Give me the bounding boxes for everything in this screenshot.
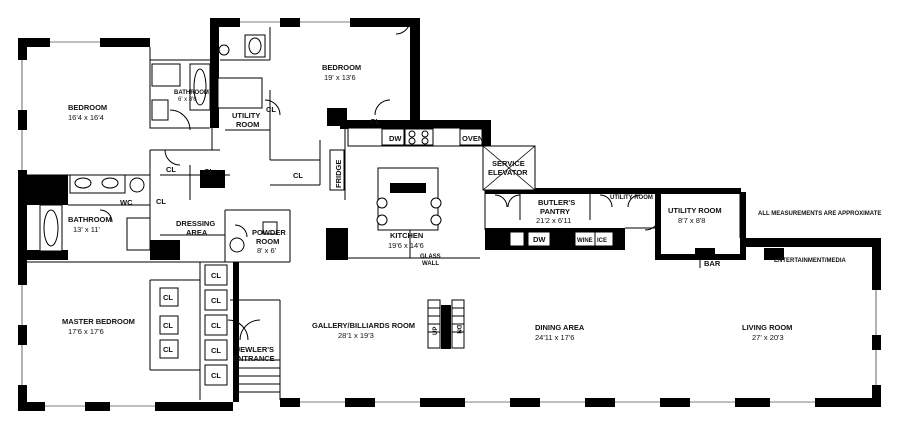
- powder-room-dim: 8' x 6': [257, 246, 277, 255]
- ice-label: ICE: [597, 238, 607, 244]
- living-room-dim: 27' x 20'3: [752, 333, 784, 342]
- closet-label: CL: [166, 165, 176, 174]
- utility-room-top-line1: UTILITY: [232, 111, 260, 120]
- fixture-labels: DW OVEN FRIDGE DW WINE ICE BAR ENTERTAIN…: [334, 134, 847, 335]
- windows: [18, 18, 881, 411]
- butlers-pantry-line1: BUTLER'S: [538, 198, 575, 207]
- gallery-name: GALLERY/BILLIARDS ROOM: [312, 321, 415, 330]
- bedroom-left-dim: 16'4 x 16'4: [68, 113, 104, 122]
- powder-room-line2: ROOM: [256, 237, 279, 246]
- bar-label: BAR: [704, 259, 721, 268]
- closet-label: CL: [266, 105, 276, 114]
- fridge-label: FRIDGE: [334, 160, 343, 188]
- kitchen-name: KITCHEN: [390, 231, 423, 240]
- stair-up-label: UP: [433, 327, 439, 335]
- room-labels: BEDROOM 16'4 x 16'4 BATHROOM 6' x 8'6 BE…: [62, 63, 881, 363]
- dining-area-dim: 24'11 x 17'6: [535, 333, 574, 342]
- closet-label: CL: [156, 197, 166, 206]
- bath-fixtures: [39, 34, 278, 253]
- wine-label: WINE: [577, 238, 593, 244]
- stairs: [235, 299, 465, 393]
- closet-label: CL: [370, 117, 380, 126]
- wc-label: WC: [120, 198, 133, 207]
- dw-label-kitchen: DW: [389, 134, 402, 143]
- closet-label: CL: [163, 321, 173, 330]
- entertainment-label: ENTERTAINMENT/MEDIA: [774, 258, 847, 264]
- utility-room-right-name: UTILITY ROOM: [668, 206, 722, 215]
- dressing-area-line1: DRESSING: [176, 219, 215, 228]
- glass-wall-line2: WALL: [422, 261, 439, 267]
- closet-label: CL: [163, 345, 173, 354]
- closet-label: CL: [293, 171, 303, 180]
- jewelers-entrance-line2: ENTRANCE: [233, 354, 275, 363]
- closet-label: CL: [211, 271, 221, 280]
- bathroom-top-name: BATHROOM: [174, 90, 209, 96]
- butlers-pantry-dim: 21'2 x 6'11: [536, 216, 571, 225]
- dw-label-pantry: DW: [533, 235, 546, 244]
- gallery-dim: 28'1 x 19'3: [338, 331, 374, 340]
- powder-room-line1: POWDER: [252, 228, 286, 237]
- utility-room-small-name: UTILITY ROOM: [610, 195, 653, 201]
- measurements-note: ALL MEASUREMENTS ARE APPROXIMATE: [758, 211, 881, 217]
- oven-label: OVEN: [462, 134, 483, 143]
- bedroom-left-name: BEDROOM: [68, 103, 107, 112]
- closet-label: CL: [204, 167, 214, 176]
- utility-room-right-dim: 8'7 x 8'8: [678, 216, 705, 225]
- bathroom-mid-name: BATHROOM: [68, 215, 112, 224]
- living-room-name: LIVING ROOM: [742, 323, 792, 332]
- kitchen-dim: 19'6 x 14'6: [388, 241, 424, 250]
- utility-room-top-line2: ROOM: [236, 120, 259, 129]
- closet-label: CL: [211, 296, 221, 305]
- closet-label: CL: [211, 321, 221, 330]
- closet-label: CL: [211, 346, 221, 355]
- master-bedroom-name: MASTER BEDROOM: [62, 317, 135, 326]
- interior-walls: [27, 19, 741, 400]
- bathroom-top-dim: 6' x 8'6: [178, 97, 197, 103]
- butlers-pantry-line2: PANTRY: [540, 207, 570, 216]
- service-elevator-line2: ELEVATOR: [488, 168, 528, 177]
- closet-labels: CL CL CL CL CL CL CL CL CL CL CL CL CL C…: [156, 105, 380, 380]
- jewelers-entrance-line1: JEWLER'S: [236, 345, 274, 354]
- dining-area-name: DINING AREA: [535, 323, 585, 332]
- bedroom-top-name: BEDROOM: [322, 63, 361, 72]
- master-bedroom-dim: 17'6 x 17'6: [68, 327, 104, 336]
- glass-wall-line1: GLASS: [420, 254, 441, 260]
- closets: [159, 264, 228, 386]
- dressing-area-line2: AREA: [186, 228, 208, 237]
- kitchen-fixtures: [329, 127, 614, 247]
- closet-label: CL: [211, 371, 221, 380]
- stair-down-label: DN: [455, 325, 461, 334]
- bathroom-mid-dim: 13' x 11': [73, 225, 100, 234]
- bedroom-top-dim: 19' x 13'6: [324, 73, 356, 82]
- closet-label: CL: [163, 293, 173, 302]
- exterior-walls: [18, 18, 881, 411]
- service-elevator-line1: SERVICE: [492, 159, 525, 168]
